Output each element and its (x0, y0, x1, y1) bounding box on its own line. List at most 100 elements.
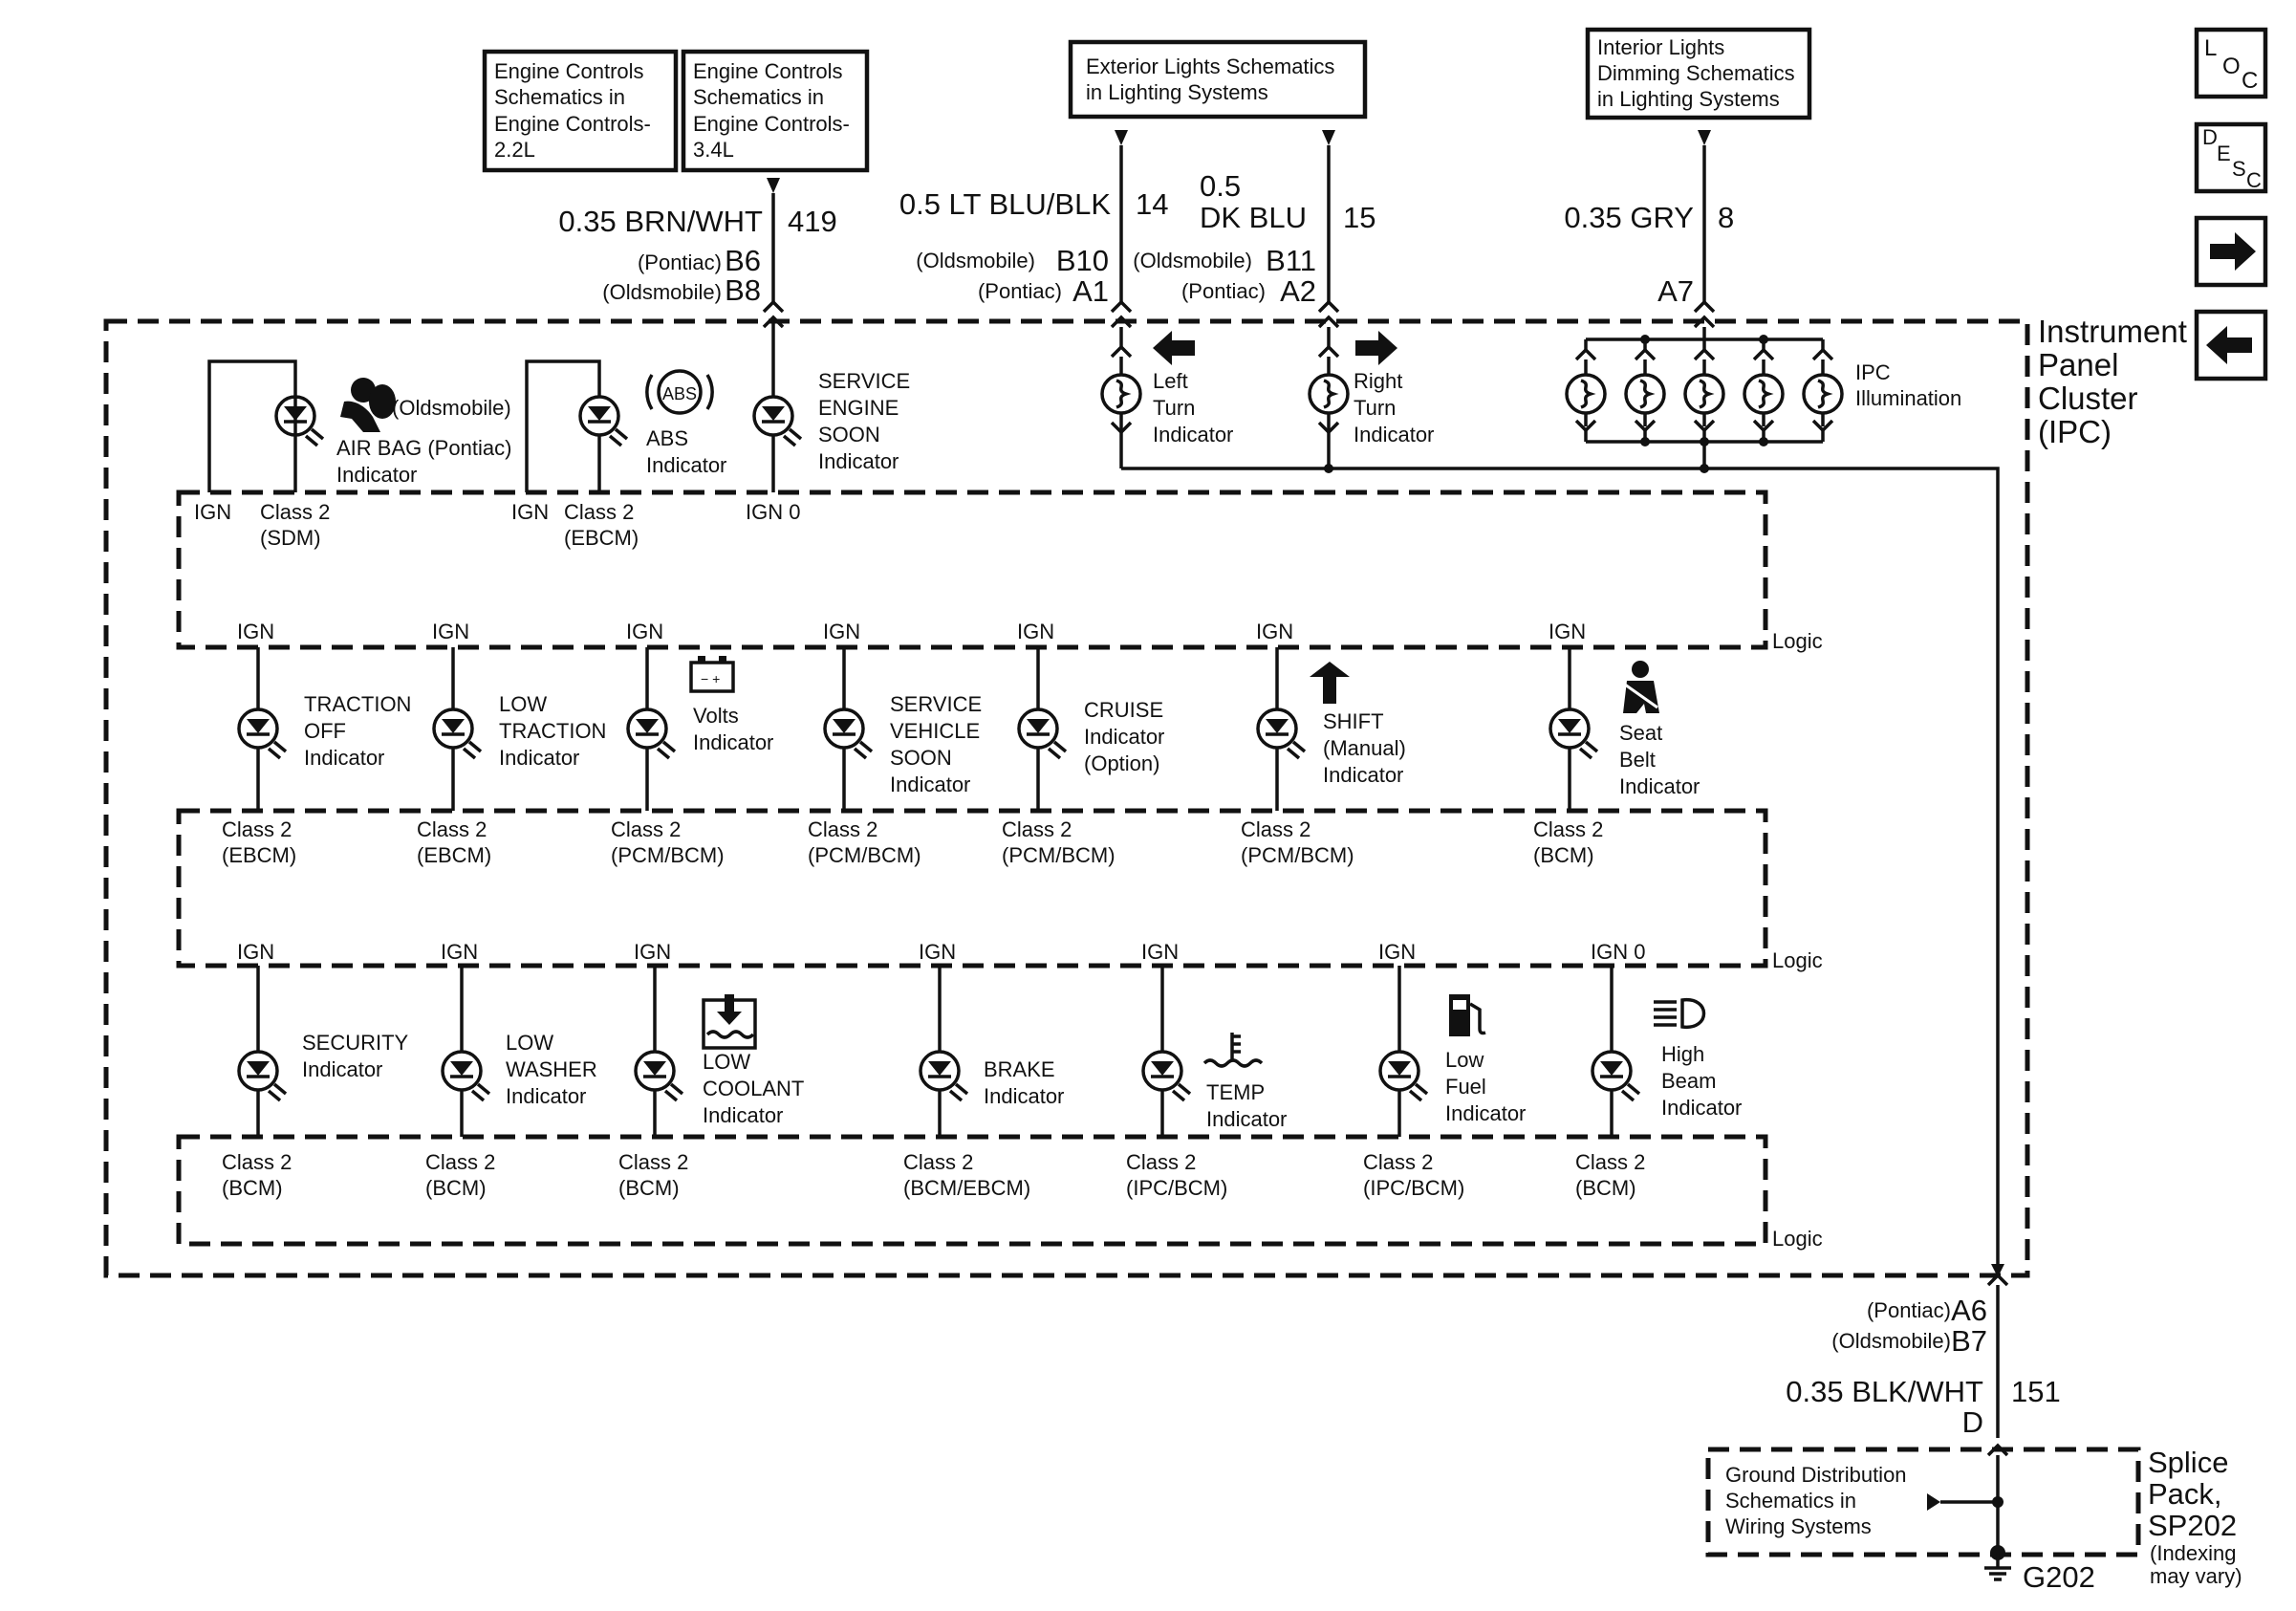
engine-controls-22-box[interactable]: Engine Controls Schematics in Engine Con… (482, 49, 679, 173)
circuit-151: 151 (2011, 1375, 2061, 1408)
svg-text:IGN 0: IGN 0 (746, 500, 800, 524)
loc-icon[interactable]: L O C (2194, 27, 2268, 99)
previous-page-arrow-icon[interactable] (2194, 309, 2268, 381)
svg-text:(Oldsmobile): (Oldsmobile) (602, 280, 722, 304)
desc-icon[interactable]: D E S C (2194, 121, 2268, 194)
lamp-right-turn (1308, 373, 1350, 415)
interior-lights-box[interactable]: Interior Lights Dimming Schematics in Li… (1585, 27, 1812, 120)
exterior-lights-box[interactable]: Exterior Lights Schematics in Lighting S… (1068, 39, 1368, 120)
svg-text:Left: Left (1153, 369, 1188, 393)
indicator-label: Indicator (1619, 774, 1700, 798)
indicator-label: (Manual) (1323, 736, 1406, 760)
indicator-label: TRACTION (499, 719, 606, 743)
circuit-15-wire: 0.5 DK BLU 15 (Oldsmobile) B11 (Pontiac)… (1133, 130, 1375, 329)
module-label: (IPC/BCM) (1363, 1176, 1464, 1200)
svg-text:(Oldsmobile): (Oldsmobile) (392, 396, 511, 420)
class2-label: Class 2 (222, 1150, 292, 1174)
row3-bulb-3 (634, 1050, 684, 1102)
module-label: (PCM/BCM) (808, 843, 921, 867)
indicator-label: Indicator (890, 773, 970, 796)
circuit-15: 15 (1343, 201, 1375, 234)
svg-text:Class 2: Class 2 (564, 500, 634, 524)
svg-text:(Oldsmobile): (Oldsmobile) (1133, 249, 1252, 272)
indicator-label: Belt (1619, 748, 1656, 772)
engine-controls-34-box[interactable]: Engine Controls Schematics in Engine Con… (681, 49, 870, 173)
indicator-label: Indicator (1661, 1096, 1742, 1120)
wire-gauge-lt-blu: 0.5 LT BLU/BLK (899, 187, 1111, 221)
next-page-arrow-icon[interactable] (2194, 215, 2268, 288)
shift-up-arrow-icon (1310, 662, 1350, 704)
indicator-label: SERVICE (890, 692, 982, 716)
svg-text:Class 2: Class 2 (260, 500, 330, 524)
wire-gauge-blk-wht: 0.35 BLK/WHT (1786, 1375, 1983, 1408)
svg-text:O: O (2222, 54, 2241, 79)
indicator-label: TEMP (1206, 1080, 1265, 1104)
svg-text:ENGINE: ENGINE (818, 396, 899, 420)
indicator-label: LOW (703, 1050, 750, 1074)
svg-text:Panel: Panel (2038, 347, 2118, 382)
circuit-419-wire: 0.35 BRN/WHT 419 (Pontiac) B6 (Oldsmobil… (558, 178, 837, 382)
svg-text:(EBCM): (EBCM) (564, 526, 639, 550)
right-arrow-icon (1355, 331, 1397, 365)
svg-text:Splice: Splice (2148, 1446, 2228, 1479)
ec22-line-1: Engine Controls (494, 59, 644, 83)
circuit-151-wire: (Pontiac) A6 (Oldsmobile) B7 0.35 BLK/WH… (1786, 1264, 2061, 1457)
svg-text:D: D (1962, 1405, 1983, 1439)
indicator-label: CRUISE (1084, 698, 1163, 722)
svg-text:(Indexing: (Indexing (2150, 1541, 2237, 1565)
svg-text:(Pontiac): (Pontiac) (1867, 1298, 1951, 1322)
indicator-label: WASHER (506, 1057, 597, 1081)
indicator-label: Indicator (1323, 763, 1403, 787)
wire-gauge-gry: 0.35 GRY (1564, 201, 1694, 234)
indicator-label: Volts (693, 704, 739, 728)
indicator-label: VEHICLE (890, 719, 980, 743)
airbag-person-icon (340, 378, 396, 432)
ign-label: IGN (626, 620, 663, 643)
row2-bulb-2 (432, 708, 483, 760)
ign-label: IGN (1378, 940, 1416, 964)
svg-text:D: D (2202, 125, 2218, 149)
svg-text:(Pontiac): (Pontiac) (1181, 279, 1266, 303)
svg-text:SP202: SP202 (2148, 1509, 2237, 1542)
indicator-label: Fuel (1445, 1075, 1486, 1099)
ign-label: IGN (237, 940, 274, 964)
row3-bulb-4 (919, 1050, 969, 1102)
module-label: (EBCM) (417, 843, 491, 867)
class2-label: Class 2 (618, 1150, 688, 1174)
row2-bulb-3 (626, 708, 677, 760)
bulb-airbag (274, 395, 325, 447)
svg-text:Cluster: Cluster (2038, 381, 2138, 416)
ign-label: IGN (432, 620, 469, 643)
ground-dist-line-1: Ground Distribution (1725, 1463, 1907, 1487)
ign-label: IGN (1256, 620, 1293, 643)
int-line-2: Dimming Schematics (1597, 61, 1795, 85)
illumination-lamp-5 (1802, 373, 1844, 415)
logic-box-3 (176, 1134, 1768, 1247)
ign-label: IGN (237, 620, 274, 643)
svg-text:L: L (2204, 35, 2217, 61)
row2-bulb-6 (1256, 708, 1307, 760)
illumination-lamp-1 (1565, 373, 1607, 415)
row2-bulb-1 (237, 708, 288, 760)
temperature-icon (1202, 1033, 1264, 1068)
indicator-label: Indicator (1445, 1101, 1526, 1125)
circuit-14-wire: 0.5 LT BLU/BLK 14 (Oldsmobile) B10 (Pont… (899, 130, 1168, 329)
class2-label: Class 2 (222, 817, 292, 841)
class2-label: Class 2 (1363, 1150, 1433, 1174)
indicator-label: Indicator (703, 1103, 783, 1127)
indicator-label: Indicator (499, 746, 579, 770)
ign-label: IGN 0 (1591, 940, 1645, 964)
indicator-label: (Option) (1084, 751, 1159, 775)
svg-text:(Pontiac): (Pontiac) (638, 250, 722, 274)
indicator-label: Beam (1661, 1069, 1716, 1093)
svg-text:Turn: Turn (1354, 396, 1396, 420)
ign-label: IGN (1017, 620, 1054, 643)
svg-text:C: C (2246, 168, 2262, 192)
